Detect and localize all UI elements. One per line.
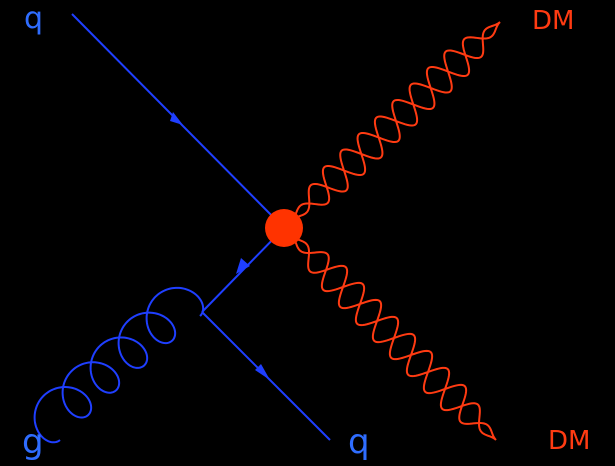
dark-matter-line-upper [291, 21, 501, 221]
dark-matter-label-upper: DM [532, 6, 575, 36]
internal-quark-arrow [236, 258, 250, 274]
incoming-quark-arrow [170, 112, 183, 125]
dark-matter-line-lower [291, 235, 497, 441]
dark-matter-label-lower: DM [548, 426, 591, 456]
outgoing-quark-label: q [348, 422, 370, 462]
incoming-quark-label: q [24, 1, 44, 36]
interaction-vertex [265, 209, 303, 247]
gluon-line [33, 286, 205, 444]
outgoing-quark-arrow [255, 364, 270, 380]
incoming-gluon-label: g [22, 422, 44, 462]
